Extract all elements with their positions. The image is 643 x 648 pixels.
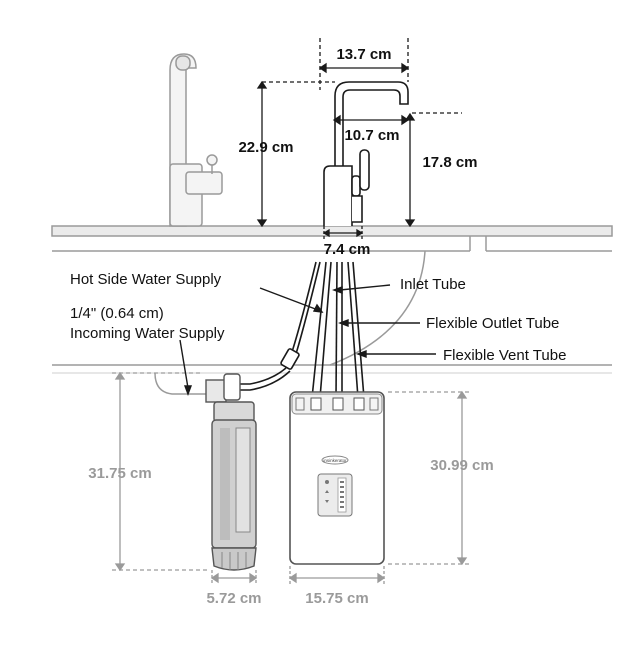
label-flexible-vent-tube: Flexible Vent Tube bbox=[443, 347, 566, 364]
dim-tank-height: 30.99 cm bbox=[430, 457, 493, 474]
label-inlet-tube: Inlet Tube bbox=[400, 276, 466, 293]
dim-faucet-reach: 13.7 cm bbox=[336, 46, 391, 63]
dim-spout-height: 17.8 cm bbox=[422, 154, 477, 171]
dimension-lines-top bbox=[256, 38, 462, 240]
dim-filter-width: 5.72 cm bbox=[206, 590, 261, 607]
water-filter bbox=[205, 373, 257, 571]
tank-logo: insinkerator bbox=[323, 458, 347, 463]
callout-leaders bbox=[179, 284, 436, 396]
cabinet-floor bbox=[52, 364, 612, 374]
filter-inlet-pipe bbox=[154, 372, 206, 395]
label-incoming-supply: Incoming Water Supply bbox=[70, 325, 225, 342]
label-hot-side-supply: Hot Side Water Supply bbox=[70, 271, 222, 288]
tank-level-dots bbox=[340, 481, 344, 508]
sink-basin-curve bbox=[329, 250, 426, 366]
tubes bbox=[311, 261, 365, 399]
hot-water-faucet bbox=[323, 81, 409, 226]
incoming-supply-line bbox=[238, 261, 321, 391]
dim-tank-width: 15.75 cm bbox=[305, 590, 368, 607]
dimension-lines-bottom bbox=[112, 371, 472, 584]
label-incoming-size: 1/4" (0.64 cm) bbox=[70, 305, 164, 322]
dim-spout-reach: 10.7 cm bbox=[344, 127, 399, 144]
dim-base-width: 7.4 cm bbox=[324, 241, 371, 258]
hot-water-tank: insinkerator bbox=[289, 391, 385, 565]
label-flexible-outlet-tube: Flexible Outlet Tube bbox=[426, 315, 559, 332]
dim-faucet-height: 22.9 cm bbox=[238, 139, 293, 156]
dim-filter-height: 31.75 cm bbox=[88, 465, 151, 482]
standard-faucet bbox=[169, 53, 223, 227]
